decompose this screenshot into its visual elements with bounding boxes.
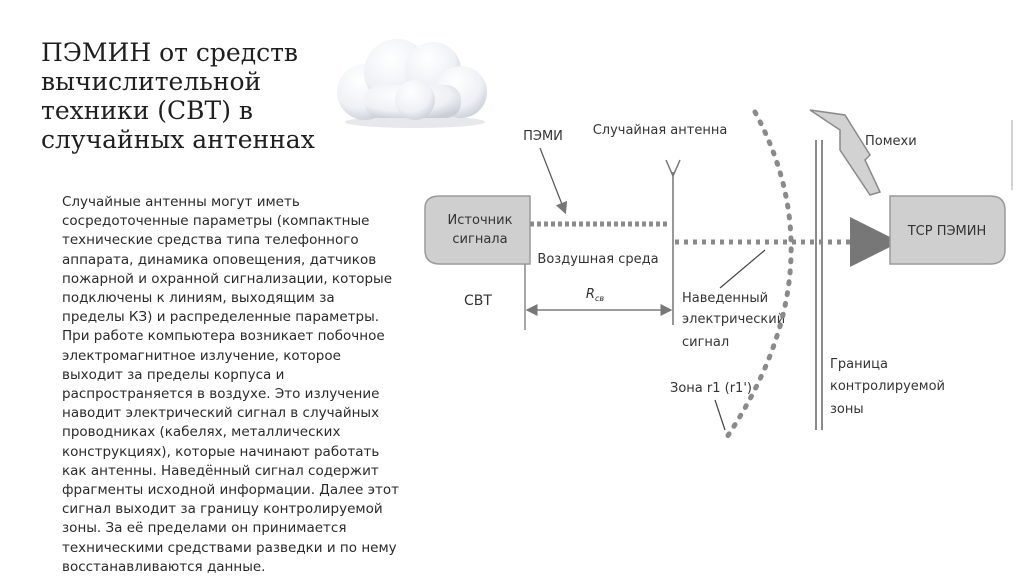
border-label: зоны (830, 402, 864, 417)
pemin-diagram: Источник сигнала СВТ ПЭМИ Случайная анте… (424, 109, 1013, 443)
distance-label: Rсв (586, 287, 604, 303)
title-line: вычислительной (41, 67, 262, 96)
lightning-icon (809, 109, 882, 196)
zone-label: Зона r1 (r1') (670, 381, 752, 396)
pemi-label: ПЭМИ (523, 129, 563, 144)
title-line: ПЭМИН от средств (41, 38, 299, 67)
pemi-arrow (539, 147, 568, 215)
interference-label: Помехи (865, 134, 917, 149)
zone-pointer (714, 399, 726, 431)
svt-label: СВТ (464, 293, 492, 309)
induced-signal-label: электрический (682, 312, 785, 327)
zone-boundary-arc (722, 109, 794, 443)
induced-pointer (719, 249, 766, 289)
slide-body-text: Случайные антенны могут иметь сосредоточ… (62, 194, 400, 575)
antenna-icon (665, 159, 681, 178)
cloud-icon (337, 39, 487, 128)
slide-title: ПЭМИН от средств вычислительной техники … (41, 38, 341, 154)
source-label: сигнала (452, 232, 507, 247)
induced-signal-label: Наведенный (682, 291, 768, 306)
source-box (424, 195, 531, 265)
source-label: Источник (448, 213, 513, 228)
air-medium-label: Воздушная среда (537, 252, 658, 267)
tsr-label: ТСР ПЭМИН (907, 224, 987, 239)
tsr-box (889, 195, 1006, 265)
border-label: Граница (830, 357, 888, 372)
random-antenna-label: Случайная антенна (593, 123, 728, 138)
induced-signal-label: сигнал (682, 335, 729, 350)
title-line: случайных антеннах (41, 125, 315, 154)
border-label: контролируемой (830, 379, 945, 394)
title-line: техники (СВТ) в (41, 96, 253, 125)
